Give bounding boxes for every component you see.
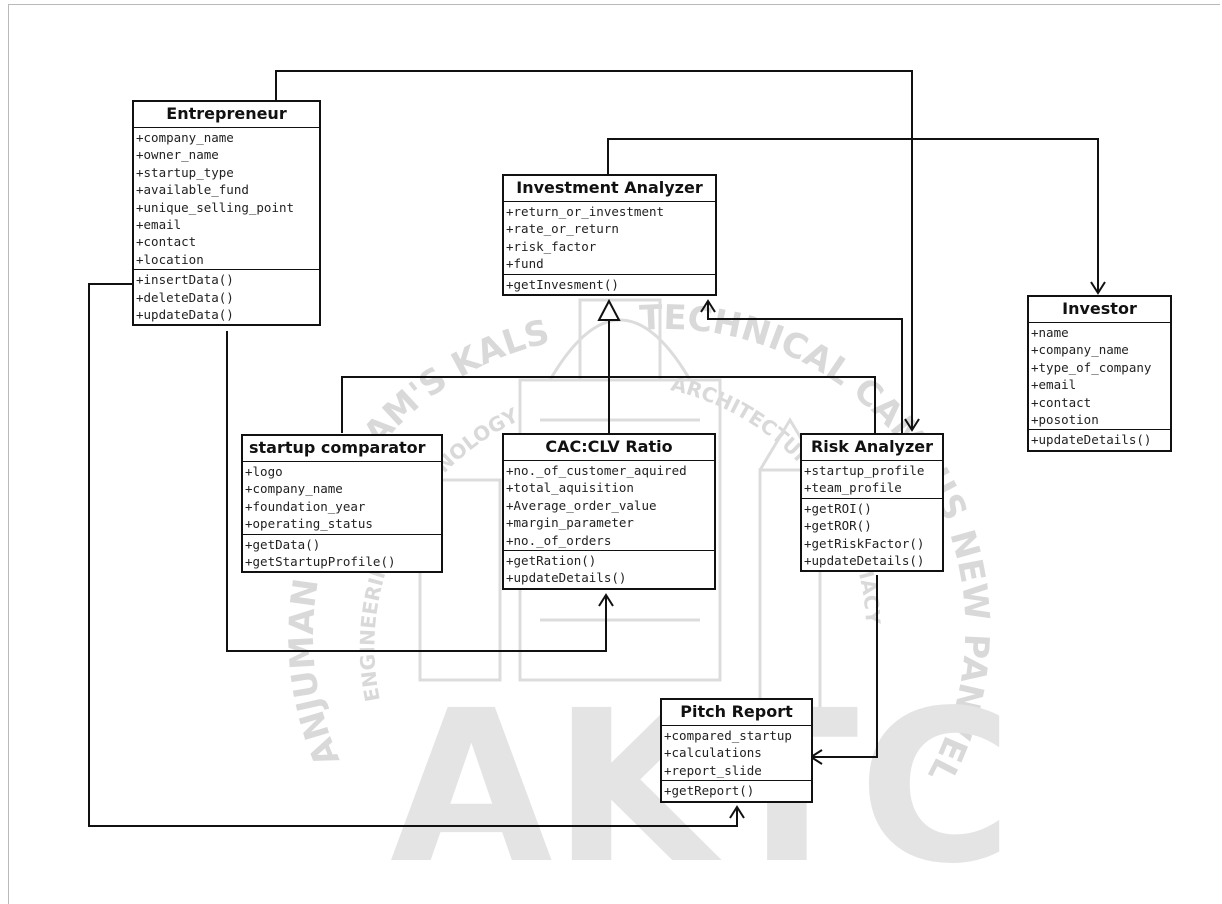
- class-pitch-report[interactable]: Pitch Report +compared_startup +calculat…: [660, 698, 813, 803]
- generalization-triangle: [597, 298, 621, 321]
- attributes: +return_or_investment +rate_or_return +r…: [504, 202, 715, 275]
- methods: +getData() +getStartupProfile(): [243, 535, 441, 572]
- attributes: +name +company_name +type_of_company +em…: [1029, 323, 1170, 431]
- attribute: +no._of_customer_aquired: [506, 463, 687, 478]
- attribute: +contact: [1031, 394, 1092, 410]
- line-risk-to-pitch-report: [811, 575, 878, 758]
- attribute: +return_or_investment: [506, 204, 665, 219]
- arrowhead-cac-clv: [598, 593, 614, 607]
- attributes: +startup_profile +team_profile: [802, 461, 942, 499]
- class-investor[interactable]: Investor +name +company_name +type_of_co…: [1027, 295, 1172, 452]
- attribute: +Average_order_value: [506, 497, 657, 513]
- arrowhead-investment-analyzer: [700, 299, 716, 313]
- attribute: +company_name: [245, 481, 343, 497]
- attribute: +team_profile: [804, 480, 902, 496]
- class-investment-analyzer[interactable]: Investment Analyzer +return_or_investmen…: [502, 174, 717, 297]
- method: +getROR(): [804, 518, 872, 534]
- line-entrepreneur-to-pitch-report: [88, 283, 738, 827]
- attribute: +company_name: [136, 130, 234, 145]
- method: +getStartupProfile(): [245, 554, 396, 570]
- attribute: +fund: [506, 256, 544, 272]
- attribute: +operating_status: [245, 516, 373, 532]
- attributes: +logo +company_name +foundation_year +op…: [243, 462, 441, 535]
- attribute: +startup_profile: [804, 463, 925, 478]
- class-title: CAC:CLV Ratio: [504, 435, 714, 461]
- class-startup-comparator[interactable]: startup comparator +logo +company_name +…: [241, 434, 443, 574]
- attributes: +compared_startup +calculations +report_…: [662, 726, 811, 782]
- attribute: +calculations: [664, 745, 762, 761]
- method: +getRiskFactor(): [804, 535, 925, 551]
- method: +updateDetails(): [804, 553, 925, 569]
- line-risk-to-investment-analyzer: [707, 301, 903, 433]
- attribute: +rate_or_return: [506, 221, 619, 237]
- class-title: Entrepreneur: [134, 102, 319, 128]
- attribute: +no._of_orders: [506, 532, 612, 548]
- class-title: Investment Analyzer: [504, 176, 715, 202]
- method: +getInvesment(): [506, 276, 619, 292]
- methods: +getRation() +updateDetails(): [504, 551, 714, 588]
- methods: +getROI() +getROR() +getRiskFactor() +up…: [802, 499, 942, 571]
- attribute: +foundation_year: [245, 498, 366, 514]
- attribute: +unique_selling_point: [136, 199, 295, 215]
- method: +insertData(): [136, 272, 234, 288]
- line-entrepreneur-to-cac-clv: [226, 331, 607, 652]
- attribute: +contact: [136, 234, 197, 250]
- methods: +getInvesment(): [504, 275, 715, 294]
- attribute: +available_fund: [136, 182, 249, 198]
- method: +getRation(): [506, 553, 597, 569]
- attribute: +margin_parameter: [506, 515, 634, 531]
- class-cac-clv-ratio[interactable]: CAC:CLV Ratio +no._of_customer_aquired +…: [502, 433, 716, 590]
- methods: +updateDetails(): [1029, 430, 1170, 449]
- attribute: +location: [136, 251, 204, 267]
- arrowhead-risk-analyzer: [904, 418, 920, 432]
- attribute: +logo: [245, 464, 283, 479]
- class-title: Risk Analyzer: [802, 435, 942, 461]
- methods: +getReport(): [662, 781, 811, 800]
- method: +updateDetails(): [1031, 432, 1152, 448]
- attributes: +no._of_customer_aquired +total_aquisiti…: [504, 461, 714, 552]
- attribute: +name: [1031, 325, 1069, 340]
- attribute: +posotion: [1031, 412, 1099, 428]
- arrowhead-pitch-report-bottom: [729, 805, 745, 819]
- attributes: +company_name +owner_name +startup_type …: [134, 128, 319, 271]
- attribute: +owner_name: [136, 147, 219, 163]
- methods: +insertData() +deleteData() +updateData(…: [134, 270, 319, 324]
- method: +getROI(): [804, 500, 872, 516]
- attribute: +email: [1031, 377, 1077, 393]
- method: +getReport(): [664, 783, 755, 799]
- attribute: +company_name: [1031, 342, 1129, 358]
- class-title: Pitch Report: [662, 700, 811, 726]
- class-risk-analyzer[interactable]: Risk Analyzer +startup_profile +team_pro…: [800, 433, 944, 573]
- class-title: startup comparator: [243, 436, 441, 462]
- line-investment-analyzer-to-investor: [607, 138, 1099, 293]
- attribute: +startup_type: [136, 164, 234, 180]
- attribute: +type_of_company: [1031, 359, 1152, 375]
- method: +deleteData(): [136, 289, 234, 305]
- attribute: +compared_startup: [664, 728, 792, 743]
- method: +getData(): [245, 536, 321, 552]
- method: +updateData(): [136, 307, 234, 323]
- line-entrepreneur-to-risk-analyzer: [275, 70, 913, 430]
- attribute: +total_aquisition: [506, 480, 634, 496]
- attribute: +risk_factor: [506, 238, 597, 254]
- canvas-frame: [8, 4, 1220, 904]
- attribute: +email: [136, 217, 182, 233]
- arrowhead-investor: [1090, 281, 1106, 295]
- class-title: Investor: [1029, 297, 1170, 323]
- attribute: +report_slide: [664, 762, 762, 778]
- method: +updateDetails(): [506, 570, 627, 586]
- class-entrepreneur[interactable]: Entrepreneur +company_name +owner_name +…: [132, 100, 321, 327]
